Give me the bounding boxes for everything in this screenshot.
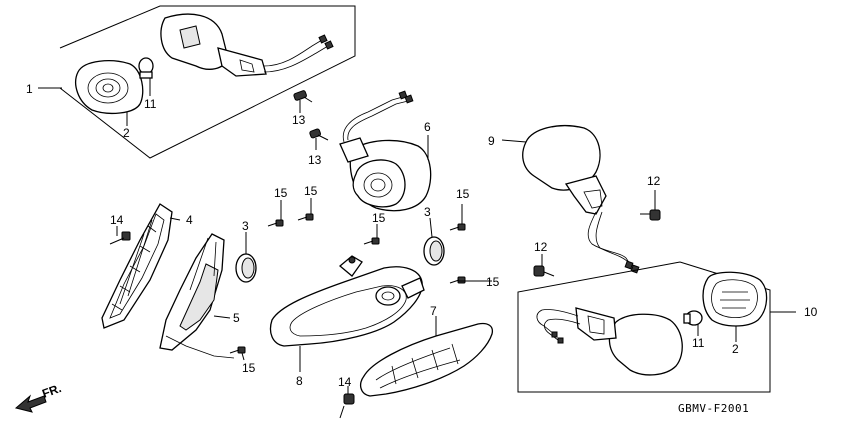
- callout-15: 15: [372, 211, 386, 225]
- screw-12-lower: [533, 254, 555, 277]
- callout-13: 13: [292, 113, 306, 127]
- lens-lower-right: [702, 271, 768, 342]
- callout-3: 3: [242, 219, 249, 233]
- turn-signal-lower-right: [536, 307, 683, 376]
- direction-label: FR.: [40, 381, 63, 401]
- callout-7: 7: [430, 304, 437, 318]
- callout-15: 15: [456, 187, 470, 201]
- callout-5: 5: [233, 311, 240, 325]
- callout-11: 11: [144, 97, 157, 111]
- callout-12: 12: [534, 240, 548, 254]
- front-direction-arrow: FR.: [14, 381, 63, 413]
- bulb-lower-right: [683, 310, 703, 336]
- lens-7: [359, 316, 494, 397]
- turn-signal-center: [339, 90, 432, 212]
- screw-13-lower: [309, 128, 329, 150]
- callout-8: 8: [296, 374, 303, 388]
- callout-2: 2: [123, 126, 130, 140]
- callout-3: 3: [424, 205, 431, 219]
- callout-6: 6: [424, 120, 431, 134]
- callout-9: 9: [488, 134, 495, 148]
- screw-14-left: [109, 226, 131, 245]
- callout-10: 10: [804, 305, 818, 319]
- screw-15-d: [449, 204, 466, 231]
- callout-2: 2: [732, 342, 739, 356]
- lens-upper-left: [75, 60, 144, 115]
- screw-15-a: [267, 200, 284, 227]
- grommet-3-right: [423, 217, 445, 266]
- screw-12-upper: [640, 190, 661, 221]
- callout-1: 1: [26, 82, 33, 96]
- callout-12: 12: [647, 174, 661, 188]
- screw-15-b: [297, 198, 314, 221]
- screw-15-e: [449, 276, 484, 284]
- grommet-3-left: [235, 232, 257, 283]
- callout-15: 15: [274, 186, 288, 200]
- bracket-panel-5: [159, 233, 235, 359]
- turn-signal-right: [501, 125, 640, 274]
- callout-15: 15: [486, 275, 500, 289]
- callout-11: 11: [692, 336, 705, 350]
- screw-13-upper: [293, 90, 313, 113]
- bulb-upper-left: [138, 57, 154, 96]
- callout-14: 14: [110, 213, 124, 227]
- cover-panel-4: [101, 203, 181, 329]
- callout-15: 15: [304, 184, 318, 198]
- callout-15: 15: [242, 361, 256, 375]
- screw-15-f: [229, 346, 246, 361]
- screw-14-bottom: [339, 386, 355, 419]
- callouts: 1 2 11 13 13 6 9 12 15 15 14 4 3 15 3 15…: [26, 82, 818, 389]
- callout-13: 13: [308, 153, 322, 167]
- callout-4: 4: [186, 213, 193, 227]
- turn-signal-housing-upper-left: [160, 13, 334, 77]
- screw-15-c: [363, 224, 380, 245]
- assembly-frame-1: [38, 5, 356, 159]
- housing-8: [269, 255, 425, 372]
- diagram-code: GBMV-F2001: [678, 402, 749, 415]
- callout-14: 14: [338, 375, 352, 389]
